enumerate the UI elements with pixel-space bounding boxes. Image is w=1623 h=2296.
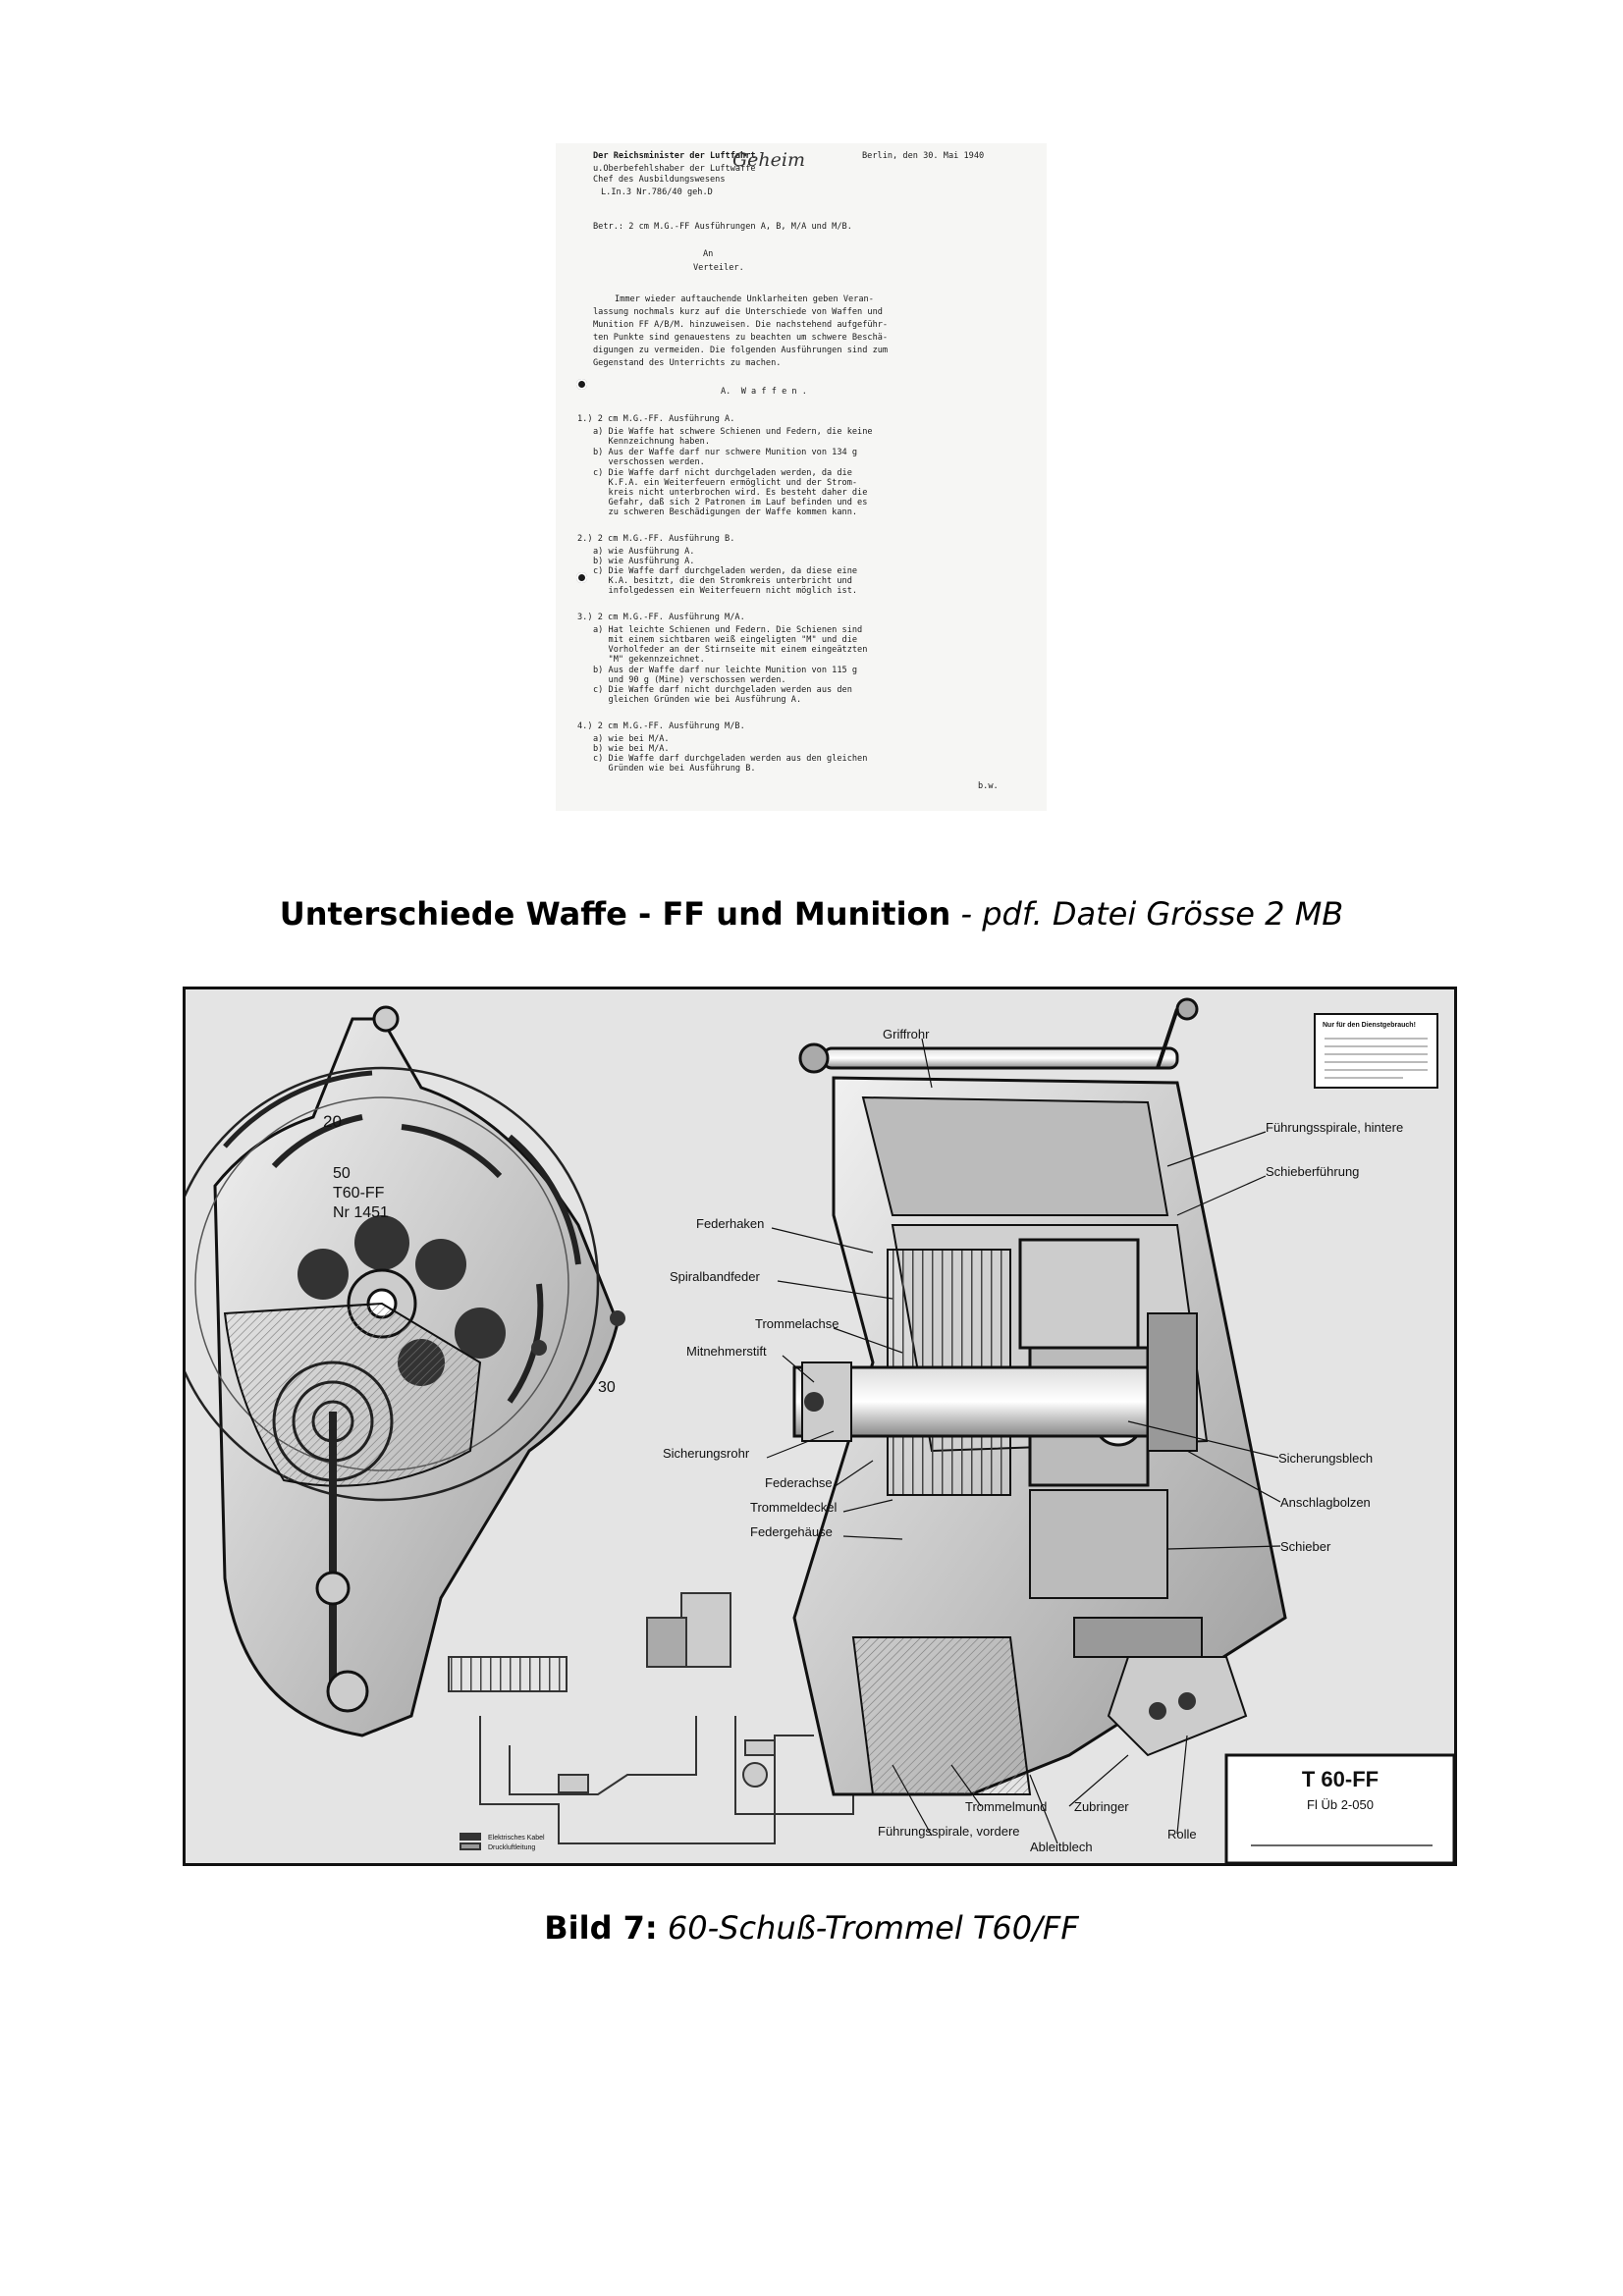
letter-line: 2.) 2 cm M.G.-FF. Ausführung B. xyxy=(577,534,735,544)
drum-serial-label: Nr 1451 xyxy=(333,1204,389,1221)
figure-number: Bild 7: xyxy=(544,1909,658,1947)
letter-line: Kennzeichnung haben. xyxy=(593,437,710,447)
letter-line: Gefahr, daß sich 2 Patronen im Lauf befi… xyxy=(593,498,868,507)
letter-line: K.A. besitzt, die den Stromkreis unterbr… xyxy=(593,576,852,586)
letter-line: Gegenstand des Unterrichts zu machen. xyxy=(593,358,782,368)
letter-line: ten Punkte sind genauestens zu beachten … xyxy=(593,333,889,343)
label-schieber: Schieber xyxy=(1280,1539,1331,1554)
figure-description: 60-Schuß-Trommel T60/FF xyxy=(657,1909,1079,1947)
letter-line: b) Aus der Waffe darf nur schwere Muniti… xyxy=(593,448,858,457)
letter-line: b) Aus der Waffe darf nur leichte Muniti… xyxy=(593,666,858,675)
drum-model-label: T60-FF xyxy=(333,1185,385,1201)
label-fuehrungsspirale-hintere: Führungsspirale, hintere xyxy=(1266,1120,1403,1135)
label-spiralbandfeder: Spiralbandfeder xyxy=(670,1269,760,1284)
letter-line: b) wie bei M/A. xyxy=(593,744,670,754)
label-zubringer: Zubringer xyxy=(1074,1799,1129,1814)
letter-line: 1.) 2 cm M.G.-FF. Ausführung A. xyxy=(577,414,735,424)
label-federhaken: Federhaken xyxy=(696,1216,764,1231)
drum-number: 20 xyxy=(323,1112,342,1131)
scanned-letter: Der Reichsminister der Luftfahrt Berlin, … xyxy=(556,143,1047,811)
letter-line: u.Oberbefehlshaber der Luftwaffe xyxy=(593,164,756,174)
caption-file-info: - pdf. Datei Grösse 2 MB xyxy=(950,895,1344,933)
label-griffrohr: Griffrohr xyxy=(883,1027,930,1041)
label-rolle: Rolle xyxy=(1167,1827,1197,1842)
label-federgehaeuse: Federgehäuse xyxy=(750,1524,833,1539)
letter-line: "M" gekennzeichnet. xyxy=(593,655,705,665)
caption-title: Unterschiede Waffe - FF und Munition xyxy=(279,895,951,933)
letter-line: und 90 g (Mine) verschossen werden. xyxy=(593,675,786,685)
drum-side-cutaway xyxy=(792,997,1287,1796)
label-federachse: Federachse xyxy=(765,1475,833,1490)
letter-line: a) wie Ausführung A. xyxy=(593,547,695,557)
letter-line: lassung nochmals kurz auf die Unterschie… xyxy=(593,307,883,317)
label-anschlagbolzen: Anschlagbolzen xyxy=(1280,1495,1371,1510)
letter-line: kreis nicht unterbrochen wird. Es besteh… xyxy=(593,488,868,498)
letter-line: a) Hat leichte Schienen und Federn. Die … xyxy=(593,625,863,635)
drum-number: 50 xyxy=(333,1165,351,1182)
label-mitnehmerstift: Mitnehmerstift xyxy=(686,1344,767,1359)
letter-line: mit einem sichtbaren weiß eingeligten "M… xyxy=(593,635,858,645)
punch-hole xyxy=(576,379,587,390)
letter-line: Munition FF A/B/M. hinzuweisen. Die nach… xyxy=(593,320,889,330)
drawing-code: Fl Üb 2-050 xyxy=(1307,1797,1374,1812)
svg-text:Druckluftleitung: Druckluftleitung xyxy=(488,1844,535,1851)
t60-drum-drawing: 20 50 30 T60-FF Nr 1451 Elektrisches Kab… xyxy=(183,987,1457,1866)
title-box: T 60-FF Fl Üb 2-050 xyxy=(1224,1753,1454,1863)
electrical-schematic: Elektrisches Kabel Druckluftleitung xyxy=(448,1592,872,1851)
label-schieberfuehrung: Schieberführung xyxy=(1266,1164,1359,1179)
figure-caption: Bild 7: 60-Schuß-Trommel T60/FF xyxy=(0,1909,1623,1947)
letter-line: 4.) 2 cm M.G.-FF. Ausführung M/B. xyxy=(577,721,745,731)
letter-line: digungen zu vermeiden. Die folgenden Aus… xyxy=(593,346,889,355)
svg-text:Elektrisches Kabel: Elektrisches Kabel xyxy=(488,1835,545,1842)
notice-title: Nur für den Dienstgebrauch! xyxy=(1323,1022,1416,1029)
label-trommelmund: Trommelmund xyxy=(965,1799,1047,1814)
label-trommelachse: Trommelachse xyxy=(755,1316,839,1331)
letter-line: a) wie bei M/A. xyxy=(593,734,670,744)
label-trommeldeckel: Trommeldeckel xyxy=(750,1500,837,1515)
leader-lines xyxy=(766,1038,1281,1844)
letter-line: verschossen werden. xyxy=(593,457,705,467)
letter-line: gleichen Gründen wie bei Ausführung A. xyxy=(593,695,802,705)
letter-line: Verteiler. xyxy=(693,263,744,273)
letter-line: An xyxy=(703,249,714,259)
letter-line: c) Die Waffe darf durchgeladen werden, d… xyxy=(593,566,858,576)
letter-line: Chef des Ausbildungswesens xyxy=(593,175,726,185)
drawing-title: T 60-FF xyxy=(1302,1767,1379,1791)
letter-line: 3.) 2 cm M.G.-FF. Ausführung M/A. xyxy=(577,613,745,622)
letter-line: b.w. xyxy=(978,781,999,791)
letter-line: a) Die Waffe hat schwere Schienen und Fe… xyxy=(593,427,873,437)
letter-line: Immer wieder auftauchende Unklarheiten g… xyxy=(615,294,874,304)
drum-diagram: 20 50 30 T60-FF Nr 1451 Elektrisches Kab… xyxy=(186,997,1454,1863)
letter-line: A. W a f f e n . xyxy=(721,387,807,397)
punch-hole xyxy=(576,572,587,583)
label-ableitblech: Ableitblech xyxy=(1030,1840,1093,1854)
letter-line: infolgedessen ein Weiterfeuern nicht mög… xyxy=(593,586,858,596)
letter-line: c) Die Waffe darf nicht durchgeladen wer… xyxy=(593,468,852,478)
letter-line: Berlin, den 30. Mai 1940 xyxy=(862,151,985,161)
letter-line: c) Die Waffe darf durchgeladen werden au… xyxy=(593,754,868,764)
letter-line: zu schweren Beschädigungen der Waffe kom… xyxy=(593,507,858,517)
label-sicherungsblech: Sicherungsblech xyxy=(1278,1451,1373,1466)
letter-line: b) wie Ausführung A. xyxy=(593,557,695,566)
drum-front-view: 20 50 30 T60-FF Nr 1451 xyxy=(186,1005,625,1737)
notice-box: Nur für den Dienstgebrauch! xyxy=(1314,1013,1438,1089)
letter-line: Betr.: 2 cm M.G.-FF Ausführungen A, B, M… xyxy=(593,222,852,232)
part-labels: Griffrohr Führungsspirale, hintere Schie… xyxy=(663,1027,1403,1854)
letter-line: L.In.3 Nr.786/40 geh.D xyxy=(601,187,713,197)
letter-line: Der Reichsminister der Luftfahrt xyxy=(593,151,756,161)
caption-pdf-link[interactable]: Unterschiede Waffe - FF und Munition - p… xyxy=(0,895,1623,933)
secret-stamp: Geheim xyxy=(732,149,805,171)
drum-number: 30 xyxy=(598,1379,616,1396)
letter-line: Gründen wie bei Ausführung B. xyxy=(593,764,756,774)
label-fuehrungsspirale-vordere: Führungsspirale, vordere xyxy=(878,1824,1020,1839)
letter-line: K.F.A. ein Weiterfeuern ermöglicht und d… xyxy=(593,478,858,488)
letter-line: c) Die Waffe darf nicht durchgeladen wer… xyxy=(593,685,852,695)
letter-line: Vorholfeder an der Stirnseite mit einem … xyxy=(593,645,868,655)
label-sicherungsrohr: Sicherungsrohr xyxy=(663,1446,750,1461)
